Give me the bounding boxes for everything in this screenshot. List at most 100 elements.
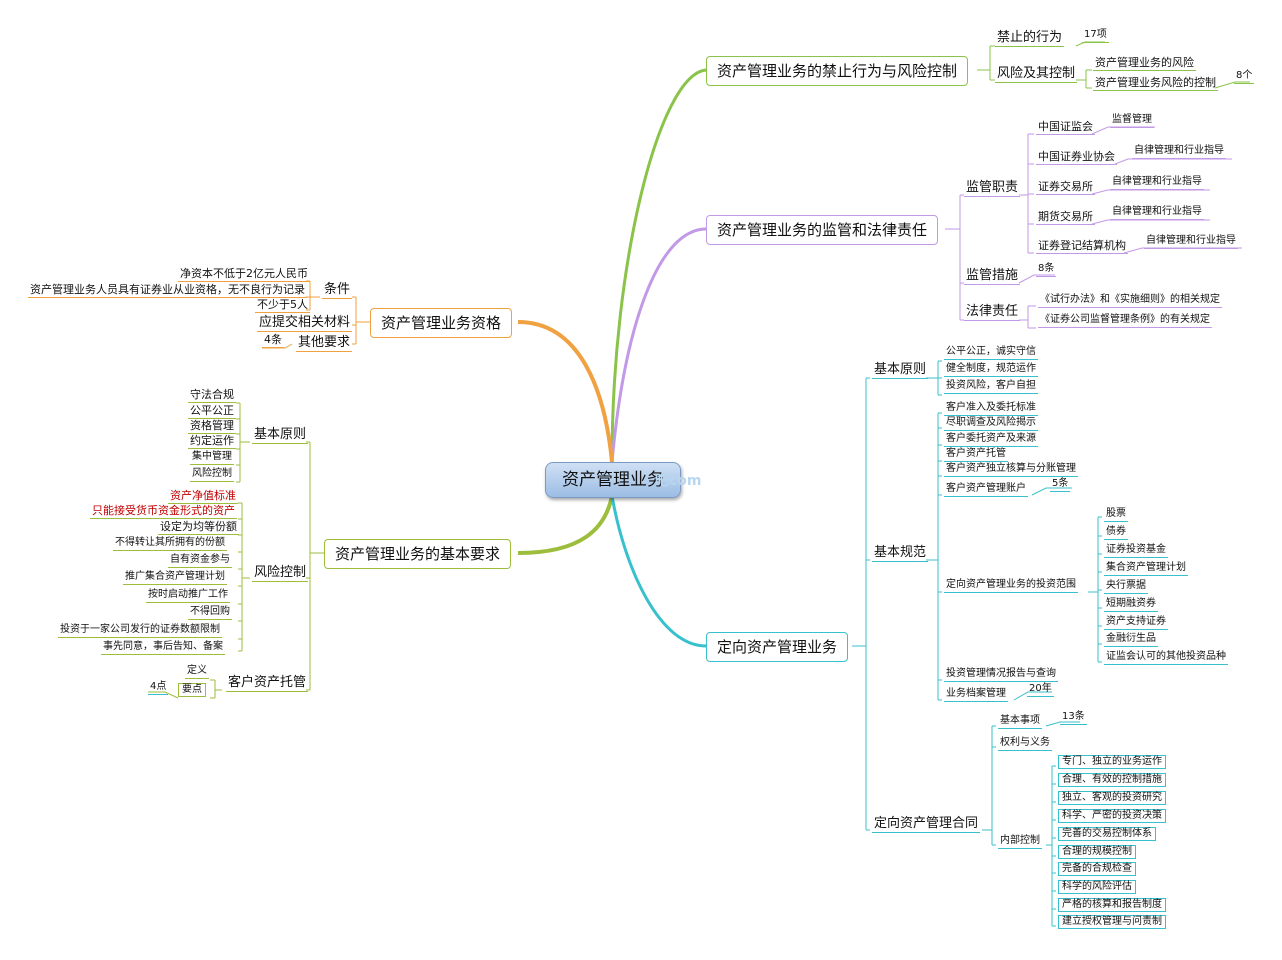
- principle-client-risk: 投资风险，客户自担: [944, 381, 1038, 394]
- central-topic[interactable]: 资产管理业务: [545, 462, 681, 498]
- norm-investment-scope[interactable]: 定向资产管理业务的投资范围: [944, 580, 1078, 593]
- node-legal-rule-2: 《证券公司监督管理条例》的有关规定: [1038, 315, 1212, 328]
- principle-risk-control: 风险控制: [190, 469, 234, 482]
- norm-archive: 业务档案管理: [944, 689, 1008, 702]
- note-4-points: 4点: [148, 682, 169, 695]
- custody-definition: 定义: [185, 666, 209, 679]
- contract-internal-control[interactable]: 内部控制: [998, 836, 1042, 849]
- scope-other: 证监会认可的其他投资品种: [1104, 652, 1228, 665]
- node-futures-exchange-role: 自律管理和行业指导: [1110, 207, 1204, 220]
- node-staff-qualification: 资产管理业务人员具有证券业从业资格，无不良行为记录: [28, 283, 307, 298]
- node-supervision-duties[interactable]: 监管职责: [964, 180, 1021, 197]
- principle-fair-honest: 公平公正，诚实守信: [944, 347, 1038, 360]
- ic-compliance-check: 完备的合规检查: [1058, 862, 1136, 876]
- ic-accounting-reporting: 严格的核算和报告制度: [1058, 898, 1166, 912]
- node-risk-controls[interactable]: 资产管理业务风险的控制: [1093, 76, 1218, 91]
- principle-sound-system: 健全制度，规范运作: [944, 364, 1038, 377]
- scope-central-bank-bills: 央行票据: [1104, 581, 1148, 594]
- norm-client-admission: 客户准入及委托标准: [944, 403, 1038, 416]
- node-conditions[interactable]: 条件: [322, 282, 353, 299]
- branch-directed-asset-mgmt[interactable]: 定向资产管理业务: [706, 632, 849, 662]
- node-legal-liability[interactable]: 法律责任: [964, 304, 1021, 321]
- node-supervision-measures[interactable]: 监管措施: [964, 268, 1021, 285]
- scope-bonds: 债券: [1104, 527, 1128, 540]
- ic-investment-decision: 科学、严密的投资决策: [1058, 809, 1166, 823]
- node-stock-exchange-role: 自律管理和行业指导: [1110, 177, 1204, 190]
- principle-fairness: 公平公正: [188, 404, 236, 419]
- norm-client-account: 客户资产管理账户: [944, 484, 1028, 497]
- norm-custody: 客户资产托管: [944, 449, 1008, 462]
- node-directed-contract[interactable]: 定向资产管理合同: [872, 816, 981, 833]
- node-csrc[interactable]: 中国证监会: [1036, 120, 1095, 135]
- custody-key-points: 要点: [178, 683, 206, 697]
- branch-supervision-liability[interactable]: 资产管理业务的监管和法律责任: [706, 215, 939, 245]
- ic-investment-research: 独立、客观的投资研究: [1058, 791, 1166, 805]
- node-stock-exchange[interactable]: 证券交易所: [1036, 180, 1095, 195]
- node-risk-control[interactable]: 风险及其控制: [995, 66, 1078, 83]
- branch-prohibited-risk[interactable]: 资产管理业务的禁止行为与风险控制: [706, 56, 969, 86]
- scope-derivatives: 金融衍生品: [1104, 634, 1158, 647]
- note-13-rules: 13条: [1060, 712, 1087, 725]
- node-directed-principles[interactable]: 基本原则: [872, 362, 929, 379]
- ic-risk-assessment: 科学的风险评估: [1058, 880, 1136, 894]
- risk-no-transfer: 不得转让其所拥有的份额: [113, 538, 227, 551]
- node-other-requirements[interactable]: 其他要求: [296, 335, 353, 352]
- node-prohibited-acts[interactable]: 禁止的行为: [995, 30, 1065, 47]
- ic-control-measures: 合理、有效的控制措施: [1058, 773, 1166, 787]
- node-clearing-house[interactable]: 证券登记结算机构: [1036, 239, 1128, 254]
- branch-basic-requirements[interactable]: 资产管理业务的基本要求: [324, 539, 512, 569]
- risk-timely-start: 按时启动推广工作: [146, 590, 230, 603]
- node-basic-principles[interactable]: 基本原则: [252, 427, 309, 444]
- note-5-rules: 5条: [1050, 479, 1071, 492]
- node-custody[interactable]: 客户资产托管: [226, 675, 309, 692]
- note-8: 8个: [1234, 71, 1255, 84]
- watermark: 吧com: [655, 473, 702, 489]
- scope-abs: 资产支持证券: [1104, 617, 1168, 630]
- risk-equal-shares: 设定为均等份额: [158, 520, 239, 535]
- node-directed-norms[interactable]: 基本规范: [872, 545, 929, 562]
- node-futures-exchange[interactable]: 期货交易所: [1036, 210, 1095, 225]
- risk-net-asset-standard: 资产净值标准: [168, 489, 238, 504]
- node-materials[interactable]: 应提交相关材料: [257, 315, 353, 332]
- note-20-years: 20年: [1027, 684, 1054, 697]
- contract-basic-items: 基本事项: [998, 716, 1042, 729]
- risk-consent-report: 事先同意，事后告知、备案: [101, 642, 225, 655]
- contract-rights-duties: 权利与义务: [998, 738, 1052, 751]
- ic-authorization-accountability: 建立授权管理与问责制: [1058, 915, 1166, 929]
- node-csrc-role: 监督管理: [1110, 115, 1154, 128]
- node-clearing-house-role: 自律管理和行业指导: [1144, 236, 1238, 249]
- norm-separate-accounting: 客户资产独立核算与分账管理: [944, 464, 1078, 477]
- risk-promotion: 推广集合资产管理计划: [123, 572, 227, 585]
- branch-qualification[interactable]: 资产管理业务资格: [370, 308, 513, 338]
- scope-funds: 证券投资基金: [1104, 545, 1168, 558]
- ic-independent-operation: 专门、独立的业务运作: [1058, 755, 1166, 769]
- node-legal-rule-1: 《试行办法》和《实施细则》的相关规定: [1038, 295, 1222, 308]
- norm-due-diligence: 尽职调查及风险揭示: [944, 418, 1038, 431]
- principle-centralized: 集中管理: [190, 452, 234, 465]
- note-4-rules: 4条: [262, 333, 284, 348]
- note-8-rules: 8条: [1036, 264, 1057, 277]
- principle-agreed-operation: 约定运作: [188, 434, 236, 449]
- node-sac-role: 自律管理和行业指导: [1132, 146, 1226, 159]
- note-17-items: 17项: [1082, 30, 1109, 43]
- node-risk-control-req[interactable]: 风险控制: [252, 565, 309, 582]
- node-min-staff: 不少于5人: [255, 298, 310, 313]
- scope-collective-plans: 集合资产管理计划: [1104, 563, 1188, 576]
- central-topic-label: 资产管理业务: [562, 469, 664, 490]
- principle-compliance: 守法合规: [188, 388, 236, 403]
- scope-stocks: 股票: [1104, 509, 1128, 522]
- risk-single-issuer-limit: 投资于一家公司发行的证券数额限制: [58, 625, 222, 638]
- risk-own-funds: 自有资金参与: [168, 555, 232, 568]
- node-net-capital: 净资本不低于2亿元人民币: [178, 267, 310, 282]
- node-sac[interactable]: 中国证券业协会: [1036, 150, 1117, 165]
- node-risk[interactable]: 资产管理业务的风险: [1093, 56, 1196, 71]
- principle-qualification: 资格管理: [188, 419, 236, 434]
- risk-cash-only: 只能接受货币资金形式的资产: [90, 504, 237, 519]
- ic-trading-control: 完善的交易控制体系: [1058, 827, 1156, 841]
- norm-entrusted-assets: 客户委托资产及来源: [944, 434, 1038, 447]
- ic-scale-control: 合理的规模控制: [1058, 845, 1136, 859]
- scope-short-term-notes: 短期融资券: [1104, 599, 1158, 612]
- risk-no-repurchase: 不得回购: [188, 607, 232, 620]
- norm-report-query: 投资管理情况报告与查询: [944, 669, 1058, 682]
